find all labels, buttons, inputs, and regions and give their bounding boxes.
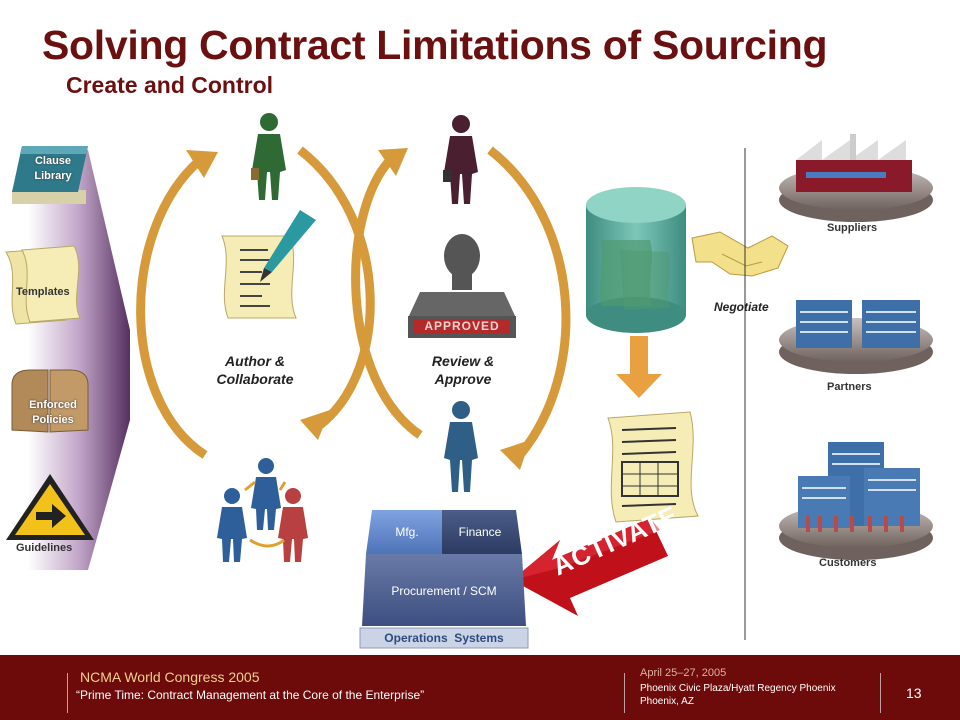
down-arrow-icon xyxy=(616,336,662,398)
author-collaborate-label: Author & Collaborate xyxy=(216,353,294,387)
pen-icon xyxy=(260,210,316,282)
arrowhead xyxy=(378,148,408,176)
review-cycle-arrows xyxy=(351,146,571,458)
footer-divider xyxy=(67,673,68,713)
customers-label: Customers xyxy=(819,557,877,569)
negotiate-label: Negotiate xyxy=(714,300,769,314)
footer-tagline: “Prime Time: Contract Management at the … xyxy=(76,688,425,702)
enforced-policies-label: Enforced Policies xyxy=(29,399,77,426)
maroon-person-icon xyxy=(443,115,478,204)
approved-stamp-icon xyxy=(408,234,516,338)
slide-subtitle: Create and Control xyxy=(66,72,274,98)
arrowhead xyxy=(500,440,530,470)
author-cycle-arrows xyxy=(136,146,375,459)
blue-person-icon xyxy=(444,401,478,492)
green-person-icon xyxy=(251,113,286,200)
procurement-system: Procurement / SCM xyxy=(391,584,497,598)
guidelines-icon xyxy=(6,474,94,540)
suppliers-icon xyxy=(779,134,933,222)
footer-dates: April 25–27, 2005 xyxy=(640,667,727,679)
footer-venue: Phoenix Civic Plaza/Hyatt Regency Phoeni… xyxy=(640,683,836,694)
templates-icon xyxy=(5,245,81,325)
footer-bar: NCMA World Congress 2005 “Prime Time: Co… xyxy=(0,655,960,720)
collaborating-people-icon xyxy=(217,458,308,562)
stamp-text: APPROVED xyxy=(424,319,500,333)
diagram-canvas xyxy=(5,113,933,649)
contract-repository-icon xyxy=(586,187,686,333)
clause-library-label: Clause Library xyxy=(34,155,72,182)
operations-systems-stack xyxy=(359,510,529,649)
footer-event: NCMA World Congress 2005 xyxy=(80,669,260,685)
footer-city: Phoenix, AZ xyxy=(640,696,694,707)
handshake-icon xyxy=(691,231,789,277)
operations-systems-label: Operations Systems xyxy=(384,631,504,645)
templates-label: Templates xyxy=(16,286,70,298)
active-contract-scroll-icon xyxy=(607,411,699,523)
partners-label: Partners xyxy=(827,381,872,393)
arrowhead xyxy=(186,150,218,178)
finance-system: Finance xyxy=(458,525,502,539)
guidelines-label: Guidelines xyxy=(16,542,73,554)
slide-title: Solving Contract Limitations of Sourcing xyxy=(42,22,828,68)
footer-divider xyxy=(880,673,881,713)
review-approve-label: Review & Approve xyxy=(431,353,495,387)
enforced-policies-icon xyxy=(11,369,89,433)
page-number: 13 xyxy=(906,685,922,701)
customers-icon xyxy=(779,442,933,560)
suppliers-label: Suppliers xyxy=(827,222,878,234)
activate-arrow xyxy=(512,518,668,616)
partners-icon xyxy=(779,300,933,374)
arrowhead xyxy=(300,410,330,440)
footer-divider xyxy=(624,673,625,713)
clause-library-icon xyxy=(12,146,88,204)
mfg-system: Mfg. xyxy=(395,525,419,539)
